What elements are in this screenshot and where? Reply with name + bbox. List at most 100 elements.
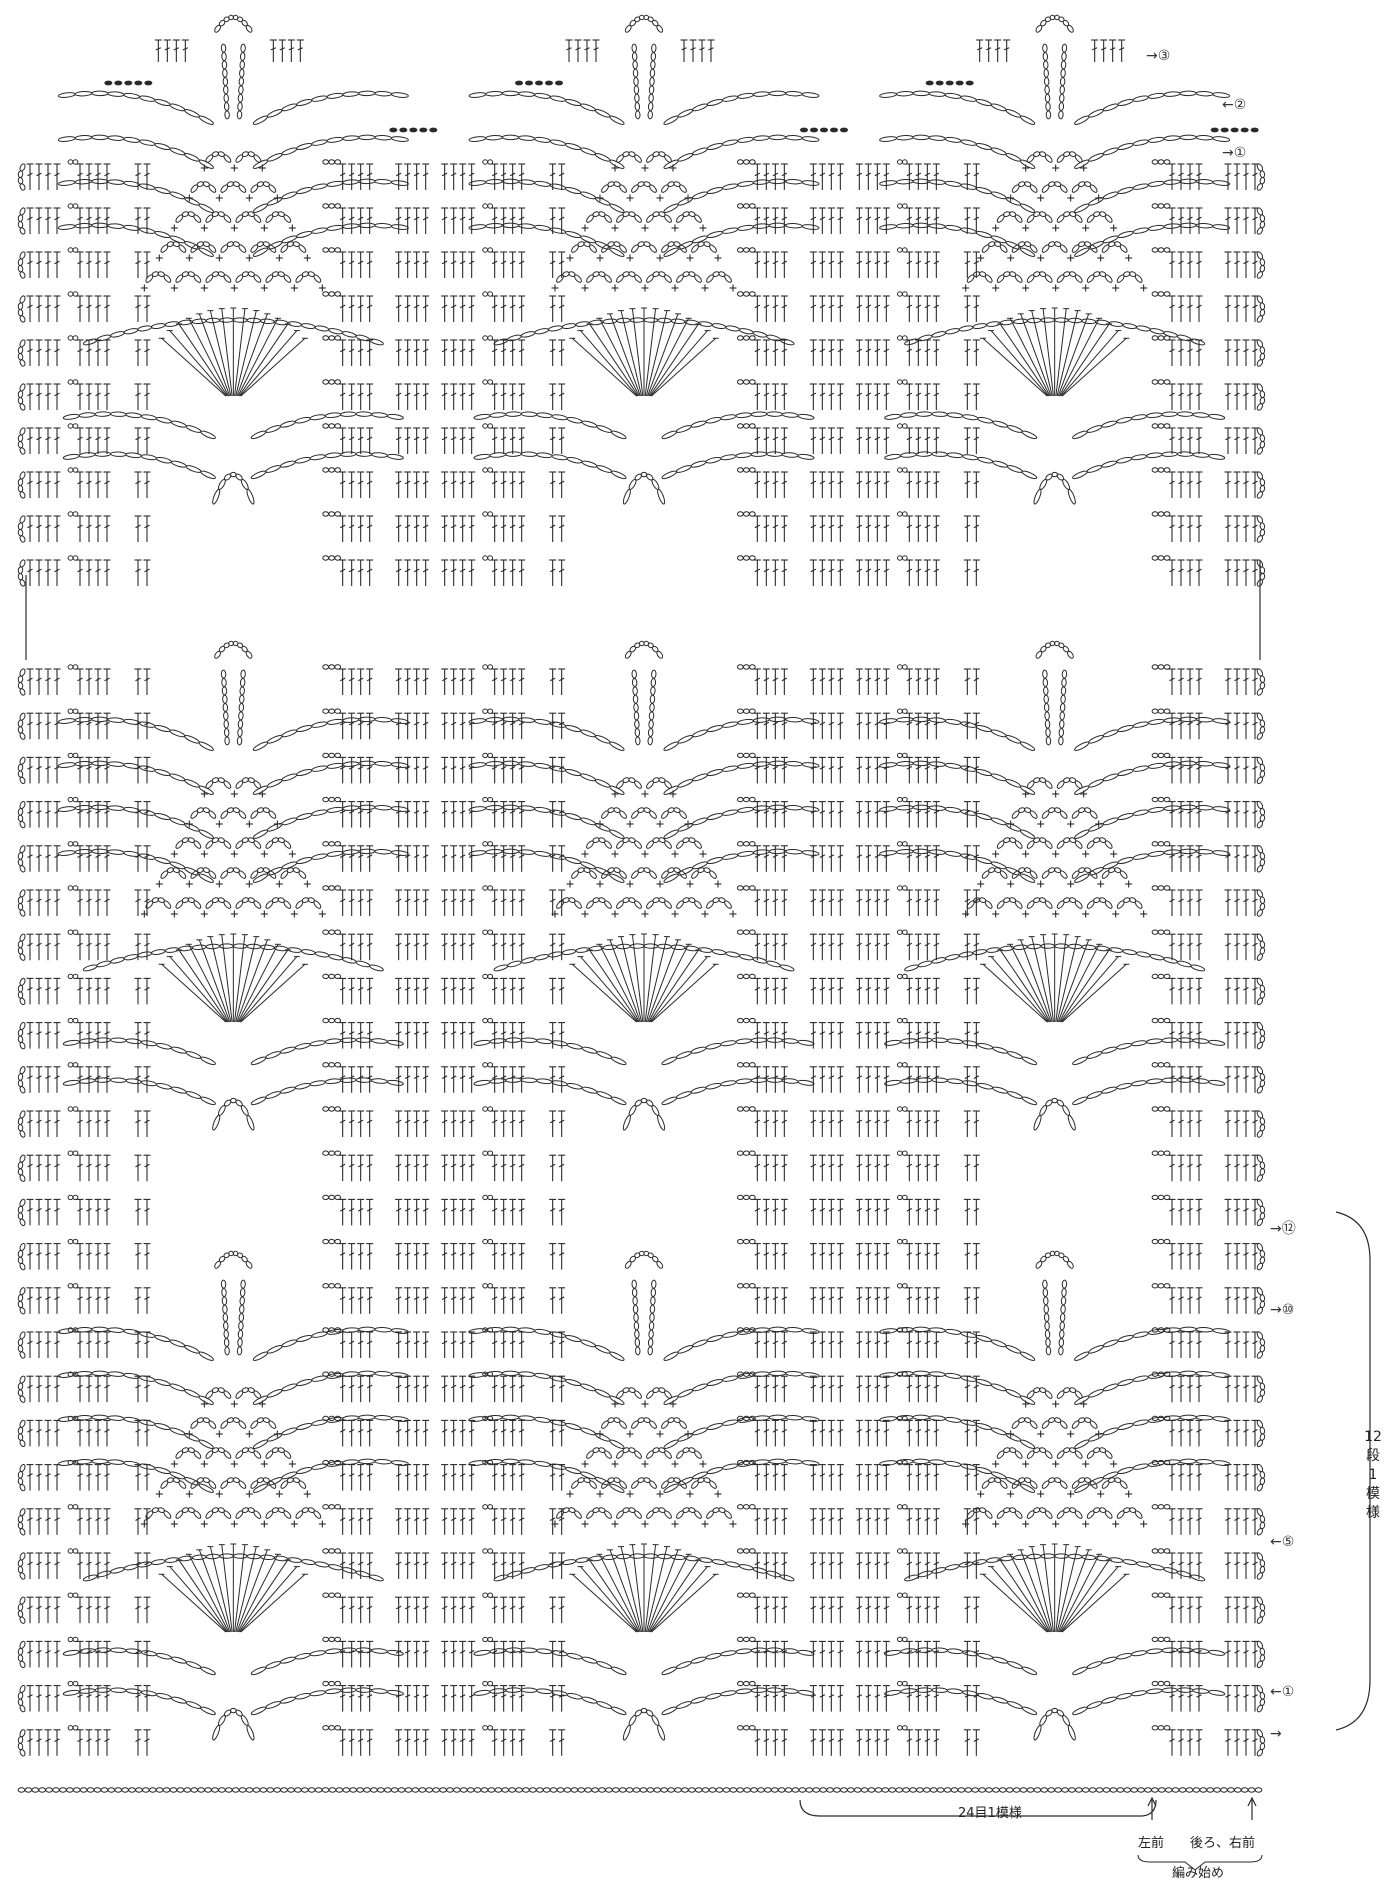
double-crochet-stitch (54, 934, 61, 960)
double-crochet-stitch (754, 164, 761, 190)
chain-arc (1011, 1417, 1038, 1430)
double-crochet-stitch (54, 802, 61, 828)
double-crochet-stitch (348, 384, 355, 410)
double-crochet-stitch (491, 1111, 498, 1137)
double-crochet-stitch (828, 1244, 835, 1270)
double-crochet-stitch (450, 1376, 457, 1402)
double-crochet-stitch (865, 757, 872, 783)
annotations (26, 560, 1370, 1870)
double-crochet-stitch (441, 164, 448, 190)
double-crochet-stitch (1091, 40, 1098, 62)
single-crochet-stitch (657, 195, 664, 202)
chain-arc (1256, 712, 1265, 740)
chain-arc (615, 271, 642, 284)
double-crochet-stitch (27, 1465, 34, 1491)
double-crochet-stitch (36, 1244, 43, 1270)
double-crochet-stitch (819, 1288, 826, 1314)
double-crochet-stitch (828, 164, 835, 190)
double-crochet-stitch (754, 384, 761, 410)
chain-stitches (1152, 1549, 1170, 1553)
double-crochet-stitch (933, 978, 940, 1004)
double-crochet-stitch (883, 934, 890, 960)
double-crochet-stitch (1187, 1023, 1194, 1049)
double-crochet-stitch (422, 1288, 429, 1314)
double-crochet-stitch (27, 1067, 34, 1093)
double-crochet-stitch (865, 1199, 872, 1225)
chain-arc (663, 179, 819, 214)
double-crochet-stitch (781, 1244, 788, 1270)
double-crochet-stitch (450, 1288, 457, 1314)
double-crochet-stitch (1169, 1553, 1176, 1579)
double-crochet-stitch (754, 252, 761, 278)
double-crochet-stitch (459, 1376, 466, 1402)
double-crochet-stitch (924, 1288, 931, 1314)
double-crochet-stitch (348, 669, 355, 695)
double-crochet-stitch (837, 1420, 844, 1446)
chain-arc (645, 897, 672, 910)
double-crochet-stitch (357, 296, 364, 322)
single-crochet-stitch (730, 911, 737, 918)
double-crochet-stitch (348, 713, 355, 739)
double-crochet-stitch (883, 208, 890, 234)
double-crochet-stitch (1169, 1199, 1176, 1225)
double-crochet-stitch (964, 669, 971, 695)
double-crochet-stitch (874, 1597, 881, 1623)
chain-arc (675, 1507, 702, 1520)
double-crochet-stitch (404, 713, 411, 739)
double-crochet-stitch (509, 1509, 516, 1535)
chain-arc (1071, 1477, 1098, 1490)
double-crochet-stitch (819, 890, 826, 916)
double-crochet-stitch (1243, 472, 1250, 498)
double-crochet-stitch (144, 516, 151, 542)
double-crochet-stitch (468, 1332, 475, 1358)
double-crochet-stitch (772, 669, 779, 695)
double-crochet-stitch (558, 890, 565, 916)
double-crochet-stitch (366, 296, 373, 322)
double-crochet-stitch (1196, 516, 1203, 542)
double-crochet-stitch (104, 1641, 111, 1667)
chain-stitches (737, 1549, 755, 1553)
single-crochet-stitch (1052, 1461, 1059, 1468)
double-crochet-stitch (924, 340, 931, 366)
double-crochet-stitch (518, 1023, 525, 1049)
double-crochet-stitch (450, 208, 457, 234)
double-crochet-stitch (837, 1111, 844, 1137)
double-crochet-stitch (104, 1288, 111, 1314)
single-crochet-stitch (1022, 1521, 1029, 1528)
double-crochet-stitch (754, 1641, 761, 1667)
chain-arc (18, 1287, 26, 1315)
chain-arc (1026, 837, 1053, 850)
double-crochet-stitch (973, 1686, 980, 1712)
chain-arc (879, 1459, 1035, 1494)
chain-arc (630, 1417, 657, 1430)
double-crochet-stitch (924, 1155, 931, 1181)
double-crochet-stitch (1178, 1641, 1185, 1667)
single-crochet-stitch (291, 911, 298, 918)
chain-arc (675, 1447, 702, 1460)
double-crochet-stitch (1225, 296, 1232, 322)
chain-arc (205, 1507, 232, 1520)
chain-arc (18, 1375, 26, 1403)
double-crochet-stitch (883, 516, 890, 542)
double-crochet-stitch (1234, 713, 1241, 739)
single-crochet-stitch (259, 165, 266, 172)
double-crochet-stitch (1243, 1420, 1250, 1446)
double-crochet-stitch (413, 1420, 420, 1446)
chain-stitches (897, 556, 907, 560)
double-crochet-stitch (491, 1420, 498, 1446)
double-crochet-stitch (339, 296, 346, 322)
double-crochet-stitch (1178, 1199, 1185, 1225)
chain-stitches (897, 709, 907, 713)
double-crochet-stitch (45, 516, 52, 542)
double-crochet-stitch (36, 1553, 43, 1579)
double-crochet-stitch (915, 1111, 922, 1137)
double-crochet-stitch (509, 428, 516, 454)
double-crochet-stitch (450, 560, 457, 586)
double-crochet-stitch (357, 384, 364, 410)
double-crochet-stitch (54, 560, 61, 586)
single-crochet-stitch (1112, 1521, 1119, 1528)
chain-stitches (68, 556, 78, 560)
double-crochet-stitch (754, 890, 761, 916)
chain-arc (1041, 807, 1068, 820)
double-crochet-stitch (973, 1288, 980, 1314)
